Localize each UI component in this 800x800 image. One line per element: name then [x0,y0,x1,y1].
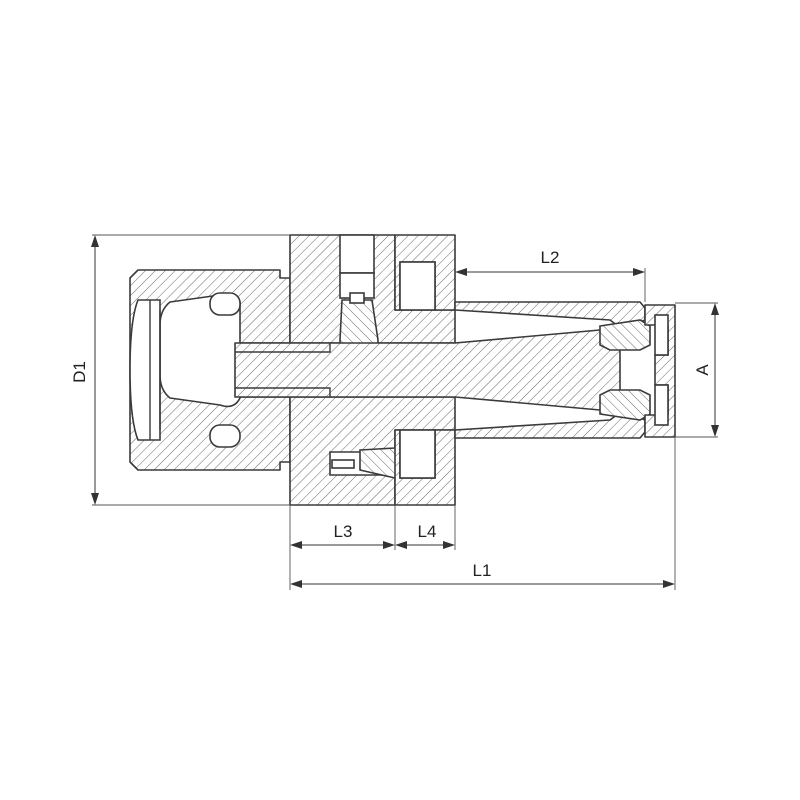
body-flange [289,234,456,506]
label-l1: L1 [473,561,492,580]
dimension-l2: L2 [455,248,646,302]
dimension-l1: L1 [290,437,676,590]
dimension-d1: D1 [70,234,290,506]
dimension-l3-l4: L3 L4 [289,505,456,590]
dimension-a: A [675,302,719,438]
label-d1: D1 [70,361,89,383]
shank-bore [129,299,161,441]
set-screw-port-top [339,234,375,274]
clamping-nut [394,234,456,506]
collet-nose [454,301,676,439]
hsk-shank [129,269,291,471]
label-l2: L2 [541,248,560,267]
label-l3: L3 [334,522,353,541]
label-a: A [693,364,712,376]
label-l4: L4 [418,522,437,541]
